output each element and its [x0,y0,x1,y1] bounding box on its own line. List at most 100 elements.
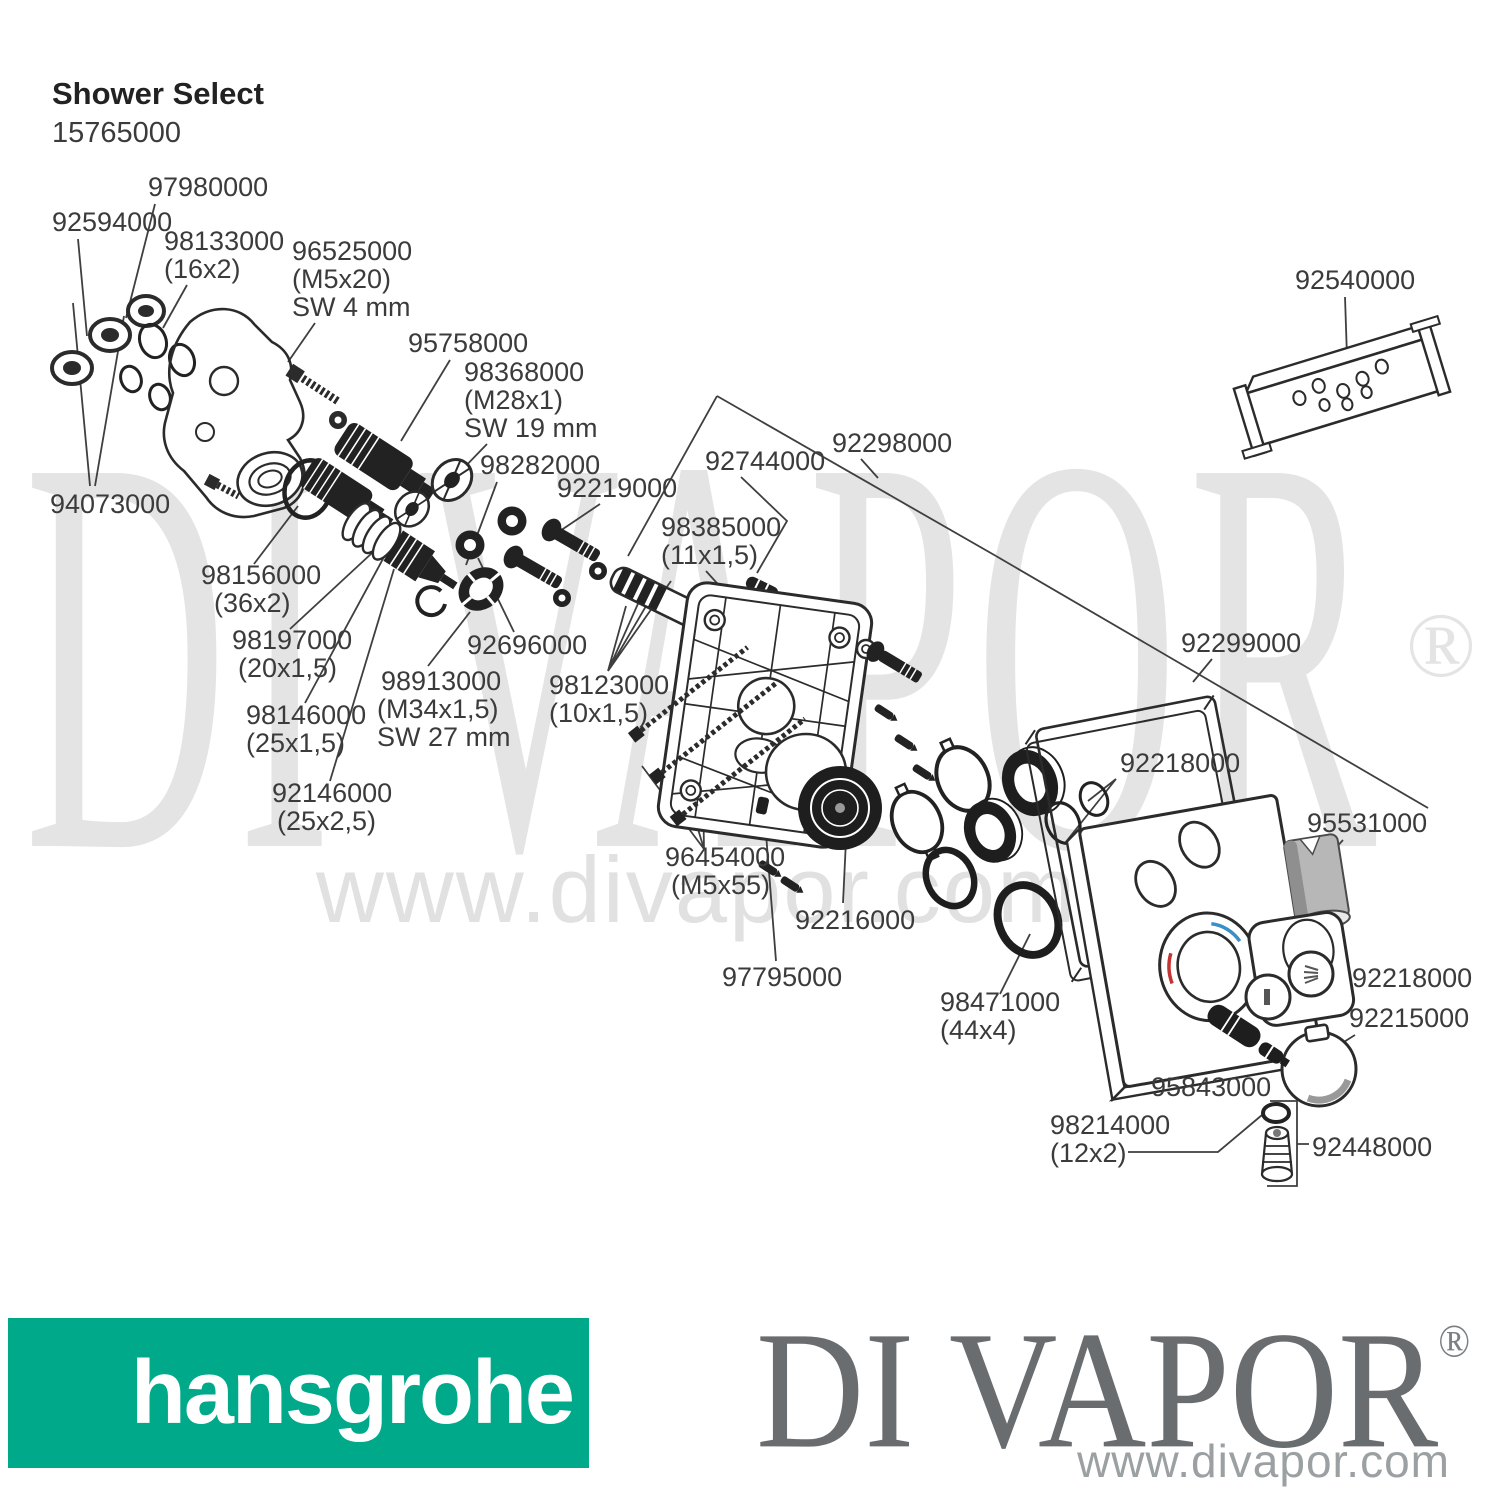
product-sku: 15765000 [52,117,181,149]
svg-text:(M34x1,5): (M34x1,5) [377,694,499,724]
divapor-url: www.divapor.com [1077,1435,1450,1487]
part-label: 98368000(M28x1)SW 19 mm [464,357,598,443]
part-label: 92540000 [1295,265,1415,295]
part-label: 96525000(M5x20)SW 4 mm [292,236,412,322]
part-label: 95843000 [1151,1072,1271,1102]
watermark-url-text: www.divapor.com [315,837,1077,942]
knurled-nut [1001,746,1066,817]
svg-text:SW 4 mm: SW 4 mm [292,292,411,322]
hose-nut-fittings [50,294,166,386]
cold-indicator [1211,922,1242,943]
small-screws [758,704,936,893]
part-label: 92216000 [795,905,915,935]
o-ring [1261,1102,1291,1124]
part-label: 92146000(25x2,5) [272,778,392,836]
part-label: 95758000 [408,328,528,358]
svg-text:SW 27 mm: SW 27 mm [377,722,511,752]
svg-text:98156000: 98156000 [201,560,321,590]
part-label: 97795000 [722,962,842,992]
part-labels: 97980000 92594000 98133000(16x2) 9652500… [50,172,1472,1168]
svg-text:98197000: 98197000 [232,625,352,655]
divapor-logo-text: DI VAPOR [756,1297,1439,1484]
valve-disc [430,458,474,502]
connector-drawing [1260,1102,1294,1183]
svg-text:98385000: 98385000 [661,512,781,542]
svg-text:96454000: 96454000 [665,842,785,872]
connection-bolt [541,518,601,562]
svg-text:(20x1,5): (20x1,5) [238,653,337,683]
large-seal-ring [993,881,1063,959]
svg-text:96525000: 96525000 [292,236,412,266]
part-label: 98146000(25x1,5) [246,700,366,758]
part-label: 92215000 [1349,1003,1469,1033]
tabbed-gasket [889,782,945,862]
svg-text:98471000: 98471000 [940,987,1060,1017]
o-ring [1078,781,1110,817]
part-label: 98197000(20x1,5) [232,625,352,683]
mounting-rail-drawing [1232,314,1452,460]
plug-pin [755,796,769,815]
svg-text:98133000: 98133000 [164,226,284,256]
watermark-registered-icon: ® [1406,594,1476,696]
svg-text:SW 19 mm: SW 19 mm [464,413,598,443]
slotted-ring-nut [458,567,504,611]
small-screw [203,473,241,500]
c-clip [415,585,447,618]
part-label: 98282000 [480,450,600,480]
svg-text:(10x1,5): (10x1,5) [549,698,648,728]
part-label: 98913000(M34x1,5)SW 27 mm [377,666,511,752]
button-hole [1134,859,1177,908]
thermostat-cartridge [341,502,458,590]
knurled-nut [963,797,1024,863]
svg-text:98368000: 98368000 [464,357,584,387]
concealed-stop-drawing [755,638,936,893]
stem-extension [1207,1004,1261,1048]
svg-text:(M5x55): (M5x55) [671,870,770,900]
part-label: 92298000 [832,428,952,458]
o-ring-seals [455,506,527,560]
divapor-logo: DI VAPOR® [756,1294,1500,1487]
svg-text:98146000: 98146000 [246,700,366,730]
part-label: 92448000 [1312,1132,1432,1162]
svg-text:(25x1,5): (25x1,5) [246,728,345,758]
handle-parts-drawing [1207,833,1358,1108]
hansgrohe-logo-text: hansgrohe [130,1343,575,1443]
part-label: 98471000(44x4) [940,987,1060,1045]
screw [866,641,922,683]
part-label: 92744000 [705,446,825,476]
svg-text:98214000: 98214000 [1050,1110,1170,1140]
svg-text:(M28x1): (M28x1) [464,385,563,415]
part-label: 98123000(10x1,5) [549,670,669,728]
registered-trademark-icon: ® [1438,1316,1471,1368]
check-valve-cartridge [334,422,436,500]
hansgrohe-logo: hansgrohe [8,1318,589,1468]
cartridge-cluster-drawing [300,422,607,618]
valve-disc [393,490,431,528]
fixing-screw [285,363,342,406]
handle-knob [1280,1023,1358,1108]
part-label: 97980000 [148,172,268,202]
svg-text:98123000: 98123000 [549,670,669,700]
page-title: Shower Select [52,76,264,111]
button-hole [1178,820,1221,869]
svg-text:(25x2,5): (25x2,5) [277,806,376,836]
hot-indicator [1167,952,1174,985]
part-label: 98214000(12x2) [1050,1110,1170,1168]
seal-ring-cluster-drawing [889,737,1110,959]
part-label: 98385000(11x1,5) [661,512,781,570]
part-label: 98156000(36x2) [201,560,321,618]
long-fixing-screws [627,645,807,827]
part-label: 92696000 [467,630,587,660]
part-label: 94073000 [50,489,170,519]
svg-text:(16x2): (16x2) [164,254,241,284]
select-button-shower [1287,950,1335,998]
part-label: 92218000 [1120,748,1240,778]
part-label: 92219000 [557,473,677,503]
svg-text:(12x2): (12x2) [1050,1138,1127,1168]
part-label: 92218000 [1352,963,1472,993]
thick-o-ring [922,846,978,910]
part-label: 96454000(M5x55) [665,842,785,900]
connection-bolt [503,545,563,589]
